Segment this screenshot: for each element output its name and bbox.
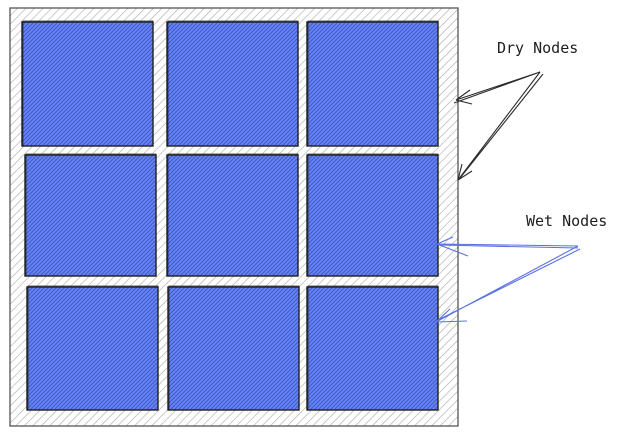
wet-nodes-label: Wet Nodes (526, 212, 607, 230)
node-cell-r2-c3 (306, 154, 439, 277)
dry-arrow-1-head (455, 89, 473, 105)
dry-nodes-arrows (453, 71, 544, 181)
node-cell-outline-r3-c2 (168, 285, 300, 411)
wet-arrow-1-head (436, 236, 469, 257)
node-cell-r1-c2 (166, 21, 299, 147)
node-cell-outline-r2-c2 (167, 153, 299, 277)
node-cell-outline-r3-c3 (307, 285, 439, 411)
wet-arrow-1 (436, 243, 579, 249)
node-cell-outline-r2-c1 (25, 153, 157, 277)
wet-arrow-2-head (435, 308, 468, 323)
node-cell-outline-r1-c1 (22, 20, 154, 147)
dry-nodes-label: Dry Nodes (497, 39, 578, 57)
dry-arrow-2-head (457, 163, 473, 181)
wet-nodes-arrows (435, 236, 581, 323)
dry-arrow-1 (453, 71, 541, 104)
node-grid (21, 20, 439, 411)
node-cell-r2-c2 (166, 154, 299, 277)
node-cell-r2-c1 (24, 154, 157, 277)
node-cell-outline-r1-c2 (167, 20, 299, 147)
dry-arrow-2 (457, 71, 544, 181)
node-cell-outline-r3-c1 (27, 285, 159, 411)
wet-arrow-2 (435, 245, 581, 323)
node-cell-r1-c1 (21, 21, 154, 147)
node-cell-r3-c3 (306, 286, 439, 411)
node-cell-r3-c1 (26, 286, 159, 411)
node-cell-r3-c2 (167, 286, 300, 411)
node-cell-r1-c3 (306, 21, 439, 147)
node-cell-outline-r1-c3 (307, 20, 439, 147)
node-cell-outline-r2-c3 (307, 153, 439, 277)
